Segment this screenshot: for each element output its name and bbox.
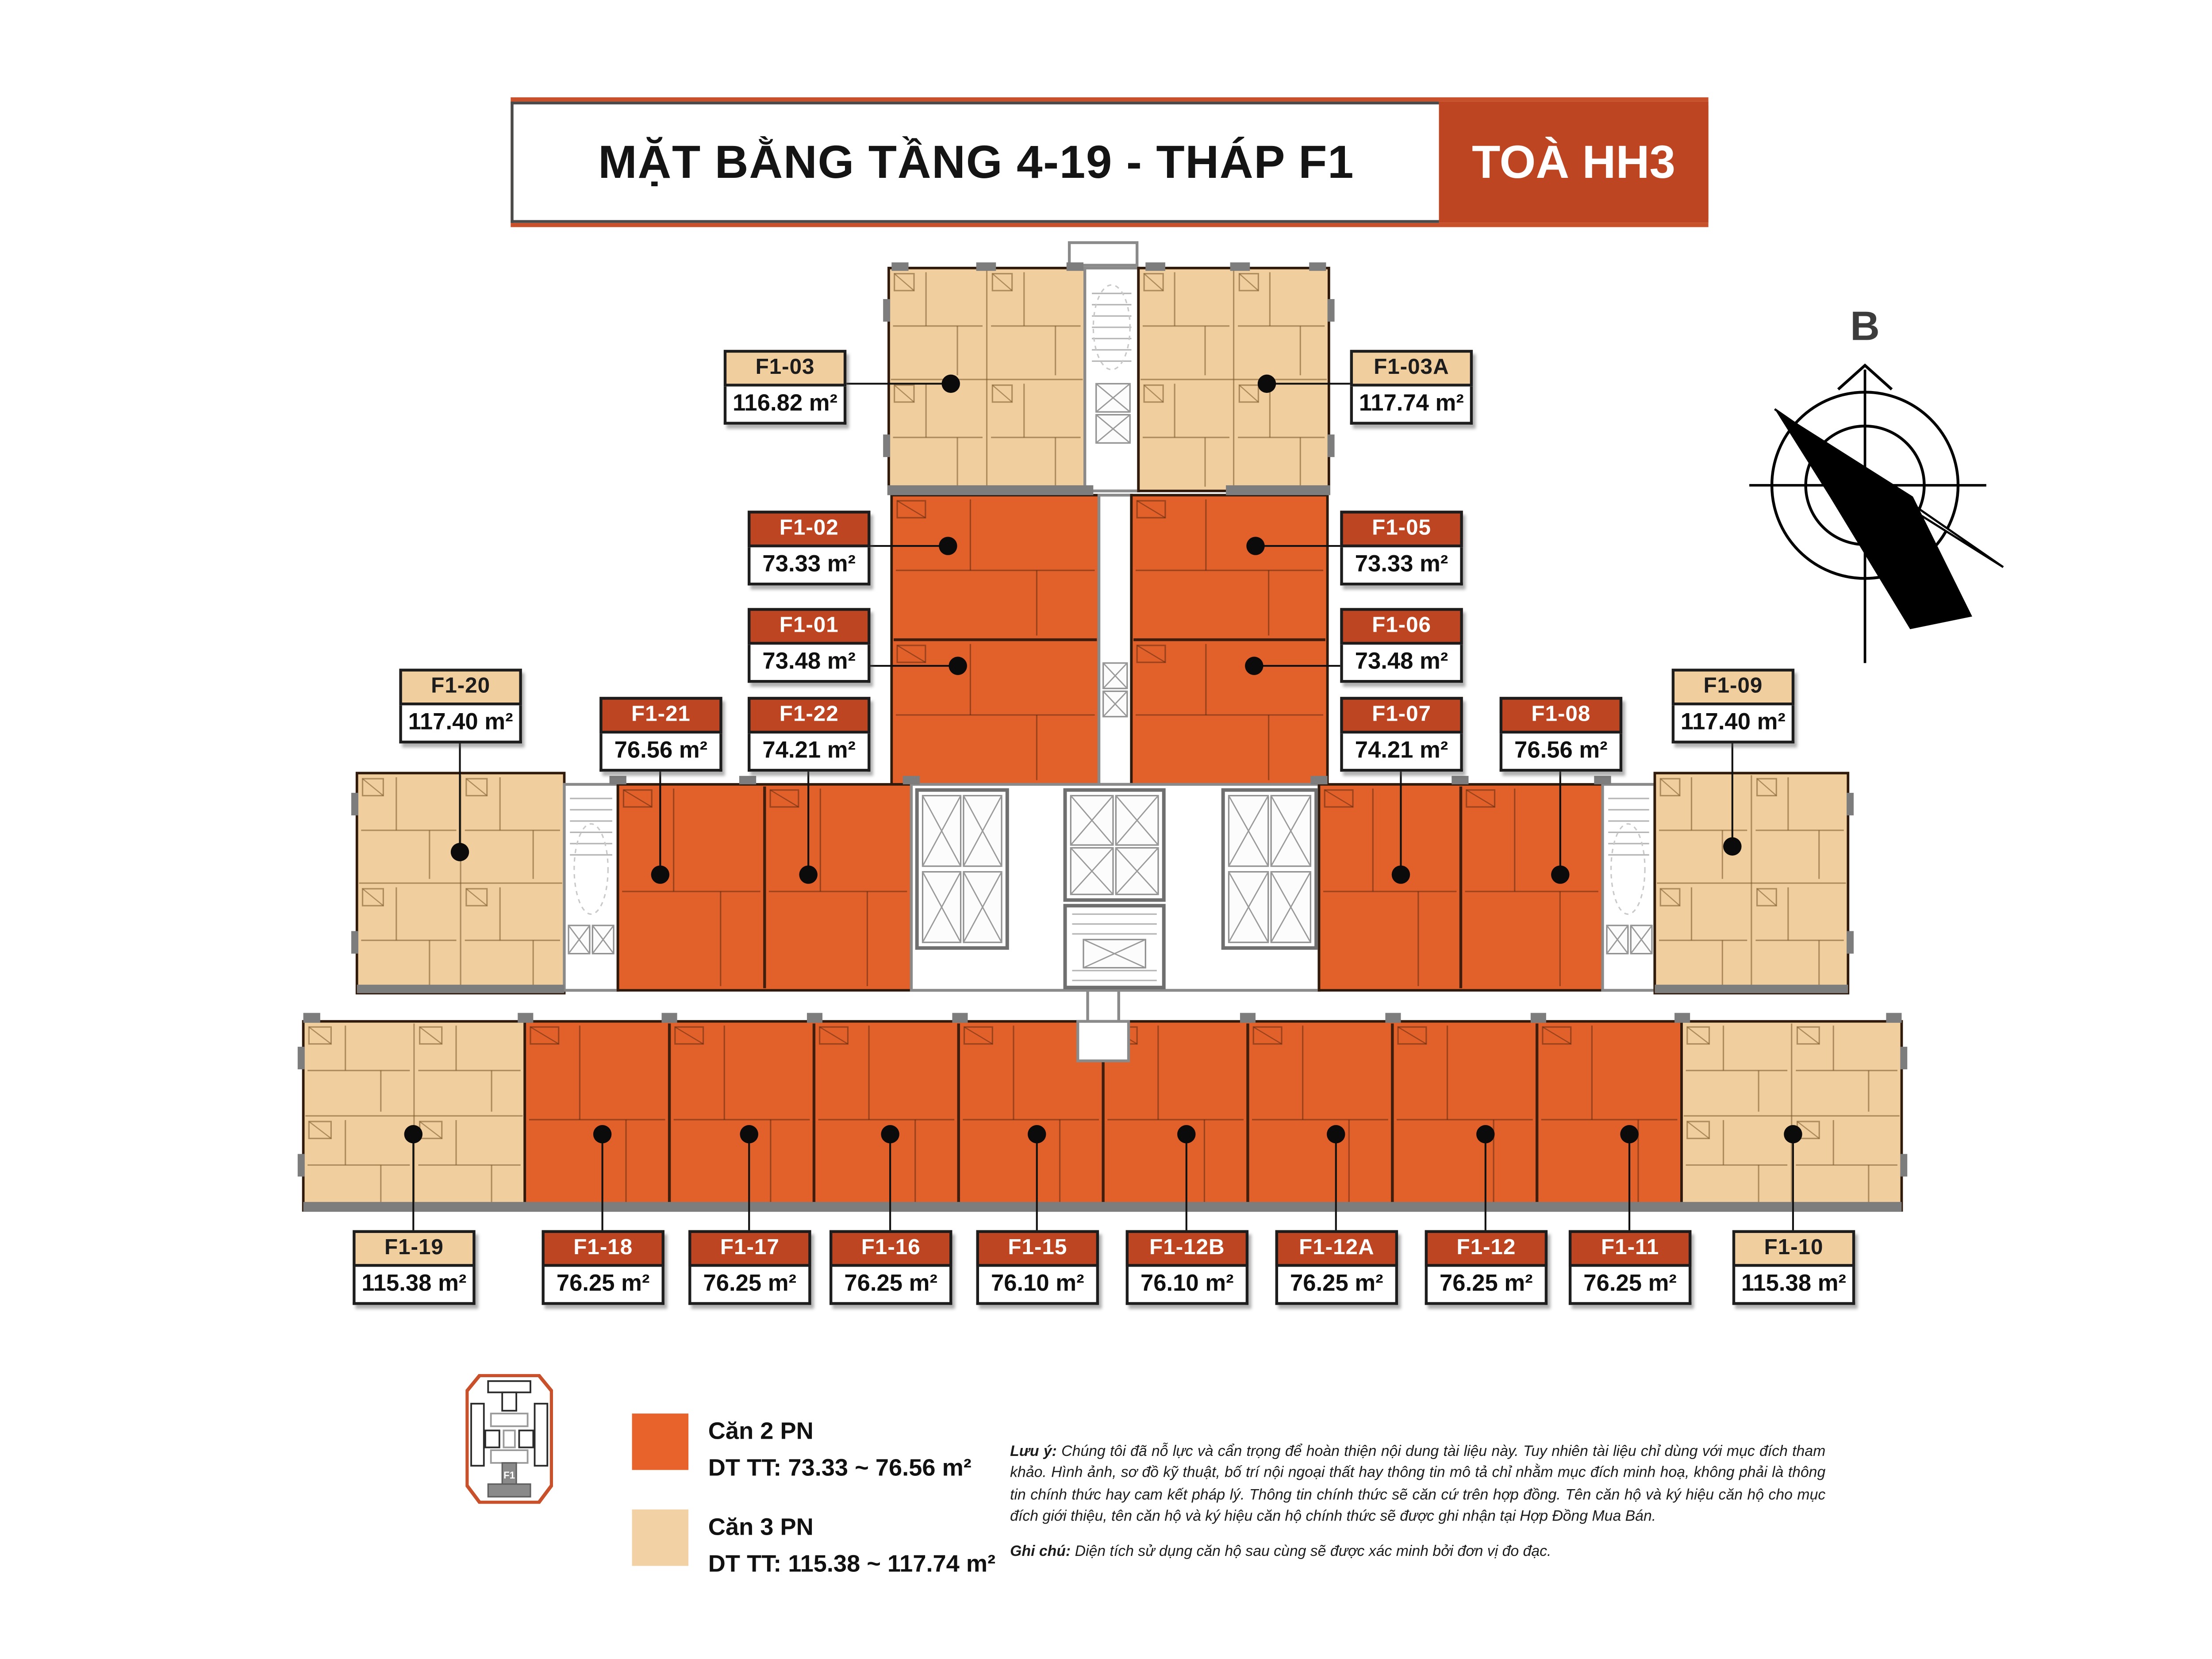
unit-id: F1-10 xyxy=(1732,1230,1855,1267)
unit-area: 117.74 m² xyxy=(1350,386,1473,425)
legend-3pn-swatch xyxy=(632,1509,689,1566)
unit-area: 115.38 m² xyxy=(1732,1267,1855,1305)
unit-area: 76.25 m² xyxy=(830,1267,952,1305)
unit-area: 117.40 m² xyxy=(399,705,522,744)
page-title: MẶT BẰNG TẦNG 4-19 - THÁP F1 xyxy=(511,101,1439,223)
unit-id: F1-02 xyxy=(748,511,871,548)
unit-id: F1-18 xyxy=(541,1230,664,1267)
note-luu-y: Lưu ý: Chúng tôi đã nỗ lực và cẩn trọng … xyxy=(1010,1442,1825,1528)
unit-area: 73.33 m² xyxy=(748,547,871,586)
mini-site-map: F1 xyxy=(465,1374,553,1504)
compass-north-label: B xyxy=(1850,304,1880,350)
unit-id: F1-17 xyxy=(688,1230,811,1267)
legend-2pn-name: Căn 2 PN xyxy=(708,1417,814,1445)
tower-badge: TOÀ HH3 xyxy=(1439,101,1709,223)
unit-id: F1-03 xyxy=(723,349,847,387)
unit-area: 76.10 m² xyxy=(976,1267,1099,1305)
unit-id: F1-20 xyxy=(399,668,522,706)
unit-id: F1-03A xyxy=(1350,349,1473,387)
unit-area: 76.25 m² xyxy=(541,1267,664,1305)
unit-id: F1-12A xyxy=(1275,1230,1398,1267)
legend-2pn-swatch xyxy=(632,1413,689,1470)
unit-area: 116.82 m² xyxy=(723,386,847,425)
unit-area: 73.48 m² xyxy=(1340,645,1463,683)
interior-linework xyxy=(305,270,1900,1209)
unit-id: F1-08 xyxy=(1499,697,1623,734)
mini-map-tower-label: F1 xyxy=(503,1470,515,1481)
disclaimer-notes: Lưu ý: Chúng tôi đã nỗ lực và cẩn trọng … xyxy=(1010,1442,1825,1563)
unit-id: F1-11 xyxy=(1568,1230,1692,1267)
unit-id: F1-01 xyxy=(748,608,871,645)
legend-2pn-range: DT TT: 73.33 ~ 76.56 m² xyxy=(708,1454,972,1482)
leader-lines xyxy=(404,374,1802,1230)
unit-area: 76.25 m² xyxy=(1425,1267,1548,1305)
unit-area: 74.21 m² xyxy=(748,733,871,772)
unit-id: F1-07 xyxy=(1340,697,1463,734)
unit-id: F1-19 xyxy=(353,1230,476,1267)
note-luu-y-text: Chúng tôi đã nỗ lực và cẩn trọng để hoàn… xyxy=(1010,1443,1826,1525)
note-ghi-chu-text: Diện tích sử dụng căn hộ sau cùng sẽ đượ… xyxy=(1071,1543,1551,1560)
unit-area: 74.21 m² xyxy=(1340,733,1463,772)
unit-id: F1-09 xyxy=(1671,668,1795,706)
unit-area: 76.25 m² xyxy=(688,1267,811,1305)
unit-area: 76.56 m² xyxy=(1499,733,1623,772)
wall-columns xyxy=(297,262,1908,1212)
unit-area: 76.56 m² xyxy=(599,733,722,772)
note-luu-y-label: Lưu ý: xyxy=(1010,1443,1057,1460)
title-bar: MẶT BẰNG TẦNG 4-19 - THÁP F1 TOÀ HH3 xyxy=(511,101,1709,223)
unit-area: 76.10 m² xyxy=(1125,1267,1249,1305)
unit-area: 117.40 m² xyxy=(1671,705,1795,744)
unit-area: 76.25 m² xyxy=(1275,1267,1398,1305)
note-ghi-chu-label: Ghi chú: xyxy=(1010,1543,1071,1560)
unit-area: 73.33 m² xyxy=(1340,547,1463,586)
core-details xyxy=(568,241,1653,1063)
unit-id: F1-21 xyxy=(599,697,722,734)
legend-3pn-name: Căn 3 PN xyxy=(708,1513,814,1541)
unit-id: F1-12 xyxy=(1425,1230,1548,1267)
unit-id: F1-05 xyxy=(1340,511,1463,548)
unit-id: F1-12B xyxy=(1125,1230,1249,1267)
compass-icon xyxy=(1749,363,2004,663)
unit-id: F1-22 xyxy=(748,697,871,734)
legend-3pn: Căn 3 PN DT TT: 115.38 ~ 117.74 m² xyxy=(632,1509,996,1583)
unit-area: 73.48 m² xyxy=(748,645,871,683)
legend-2pn: Căn 2 PN DT TT: 73.33 ~ 76.56 m² xyxy=(632,1413,972,1487)
legend-3pn-range: DT TT: 115.38 ~ 117.74 m² xyxy=(708,1550,996,1578)
unit-area: 76.25 m² xyxy=(1568,1267,1692,1305)
unit-id: F1-16 xyxy=(830,1230,952,1267)
note-ghi-chu: Ghi chú: Diện tích sử dụng căn hộ sau cù… xyxy=(1010,1542,1825,1563)
unit-id: F1-15 xyxy=(976,1230,1099,1267)
unit-area: 115.38 m² xyxy=(353,1267,476,1305)
unit-id: F1-06 xyxy=(1340,608,1463,645)
